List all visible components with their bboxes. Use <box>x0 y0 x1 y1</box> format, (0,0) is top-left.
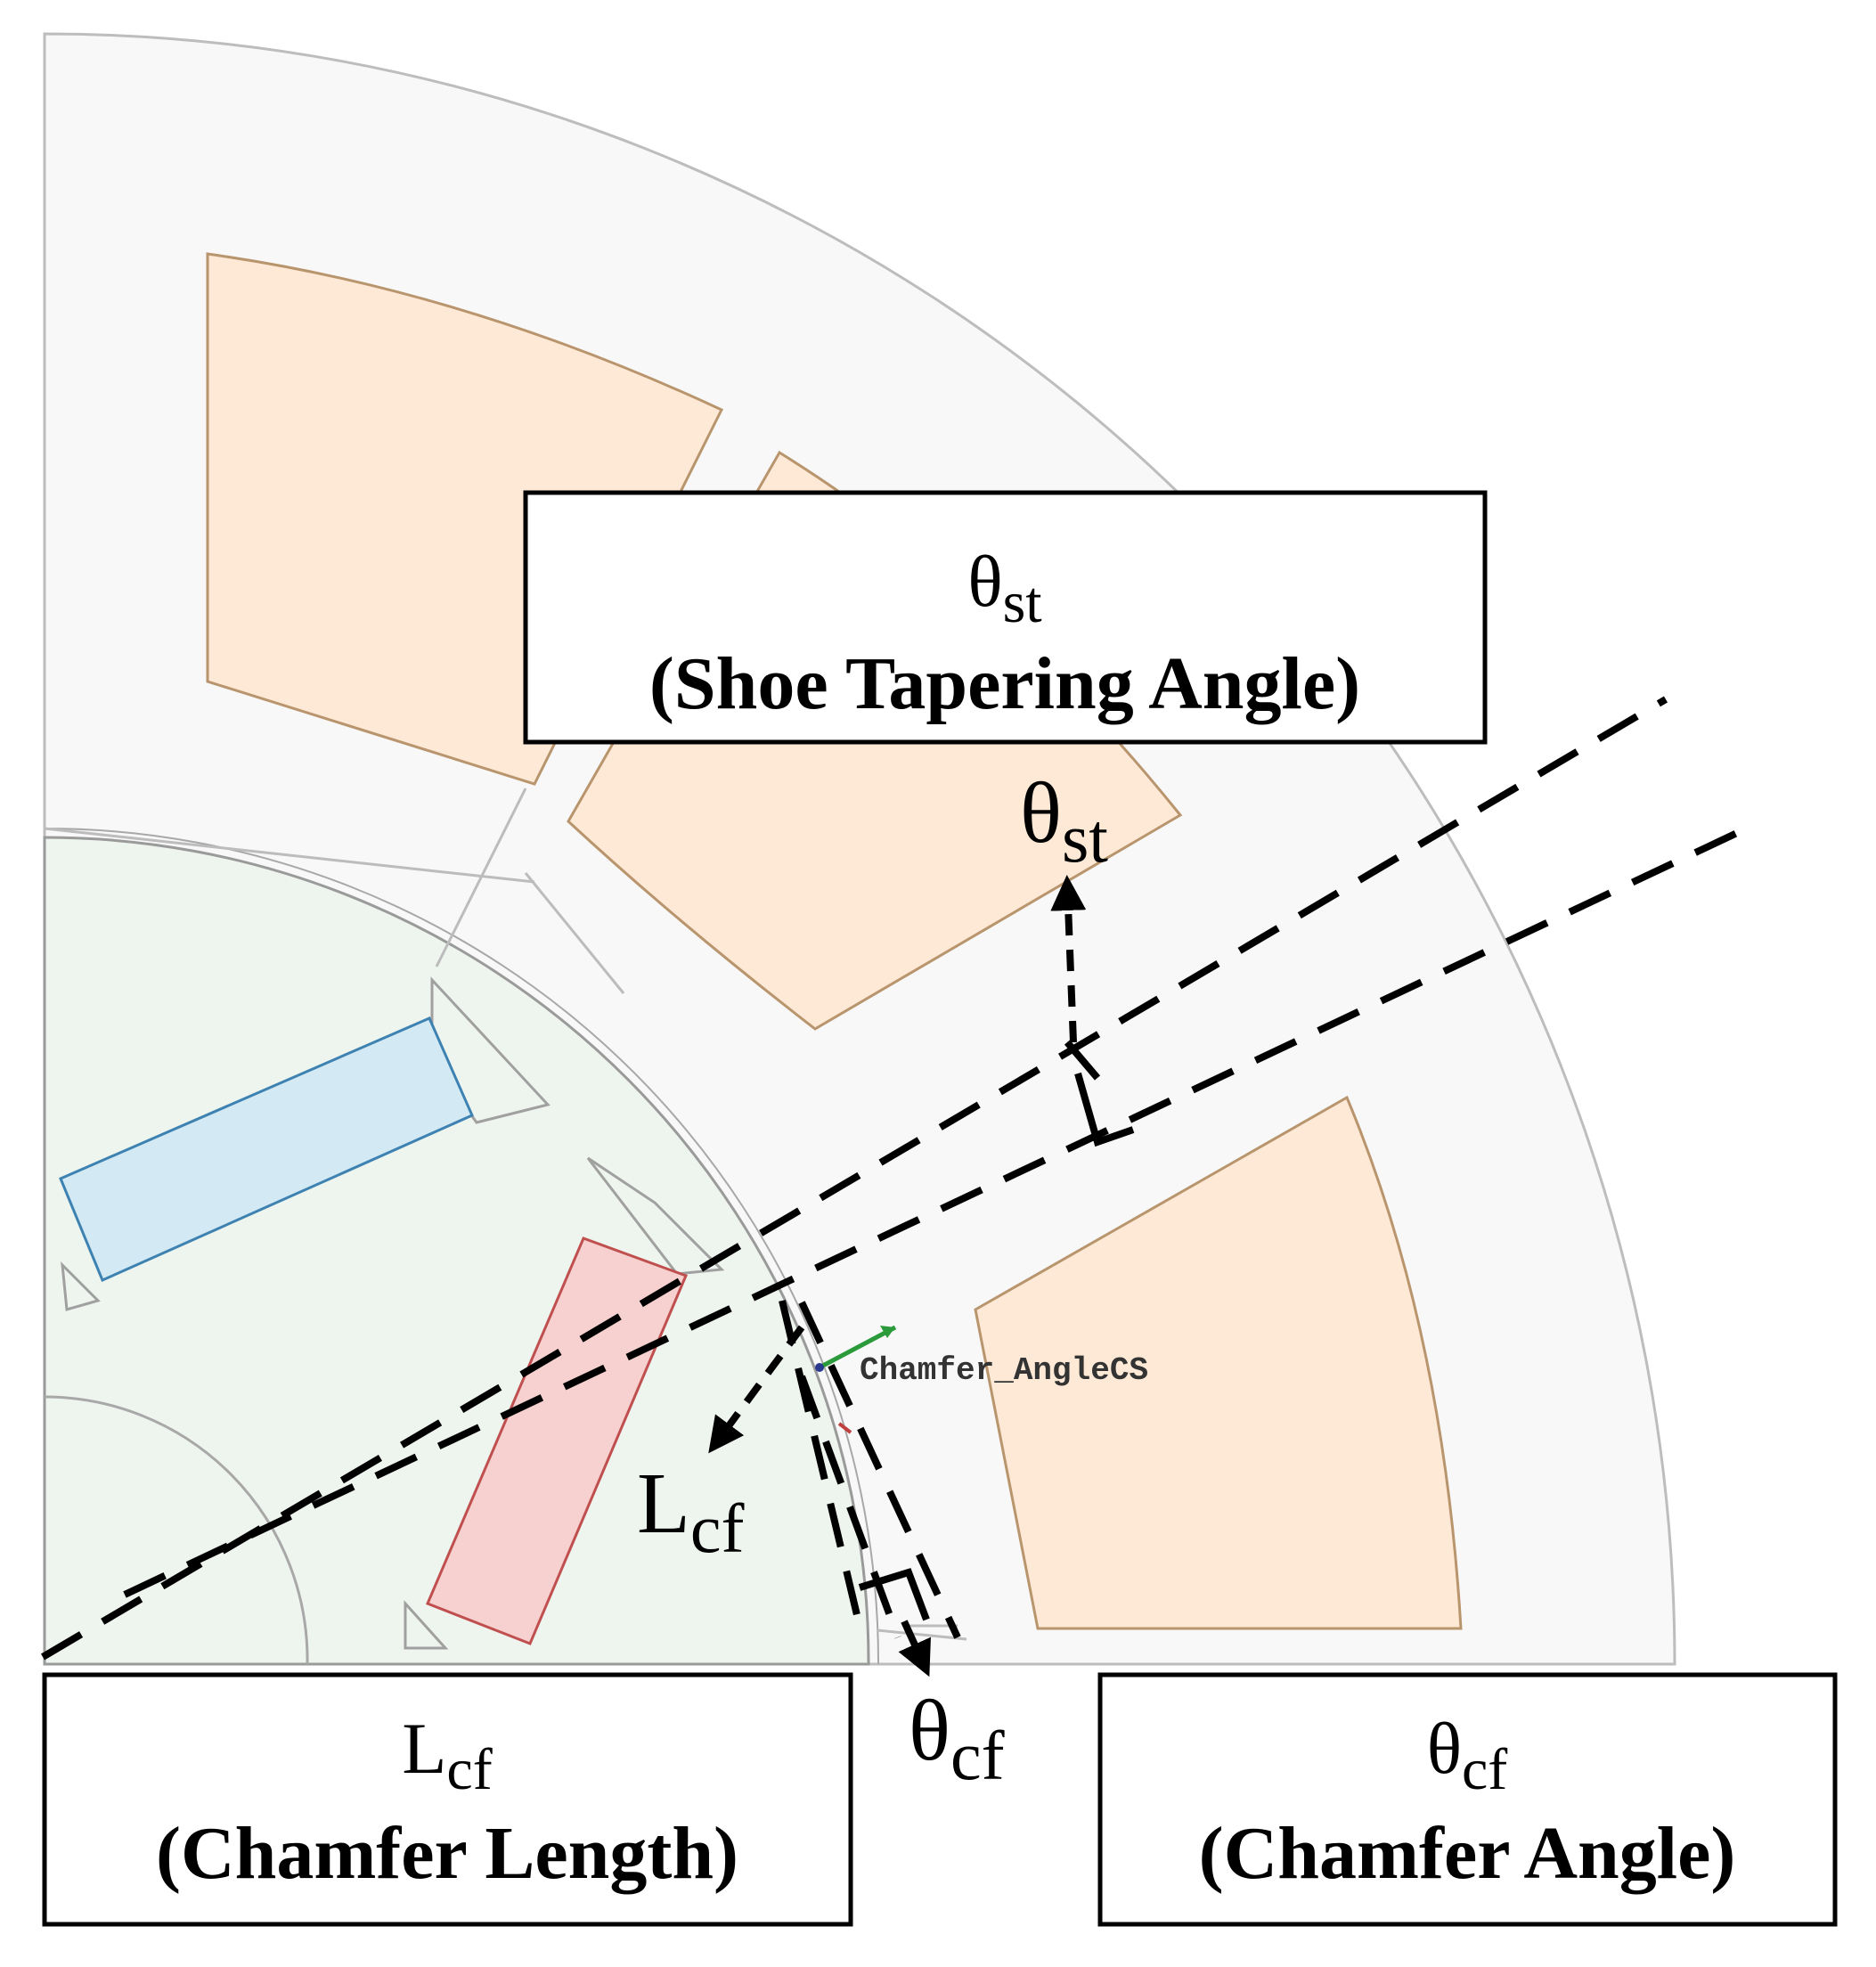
stator-coil-lower-right <box>974 1095 1463 1630</box>
tapering-line-upper <box>40 696 1668 1661</box>
tapering-line-lower <box>123 829 1739 1598</box>
theta-st-arrow <box>1050 875 1087 1043</box>
theta-st-tick <box>1064 1040 1101 1081</box>
theta-cf-arrow <box>898 1620 931 1677</box>
dimension-marks <box>708 875 1135 1677</box>
airgap-arc <box>44 828 880 1665</box>
chamfer-angle-caption: (Chamfer Angle) <box>1199 1812 1736 1895</box>
chamfer-length-symbol: Lcf <box>402 1708 492 1802</box>
shoe-tapering-angle-box: θst (Shoe Tapering Angle) <box>523 490 1488 745</box>
chamfer-length-caption: (Chamfer Length) <box>156 1812 738 1895</box>
stator-slot-lines <box>44 788 967 1641</box>
shoe-tapering-angle-caption: (Shoe Tapering Angle) <box>649 642 1360 725</box>
shoe-tapering-angle-symbol: θst <box>967 541 1041 635</box>
chamfer-line-2 <box>798 1301 961 1639</box>
theta-st-label: θst <box>1020 765 1108 877</box>
tapering-right-angle-mark <box>1074 1072 1135 1147</box>
dashed-construction-lines <box>40 696 1739 1661</box>
chamfer-length-box: Lcf (Chamfer Length) <box>42 1672 853 1927</box>
rotor-magnet-blue <box>59 1016 474 1282</box>
chamfer-right-angle-mark <box>858 1568 930 1621</box>
l-cf-label: Lcf <box>637 1456 744 1567</box>
theta-cf-label: θcf <box>909 1683 1005 1794</box>
l-cf-arrow <box>708 1325 805 1454</box>
chamfer-angle-symbol: θcf <box>1427 1708 1508 1802</box>
coord-system-label: Chamfer_AngleCS <box>860 1352 1148 1389</box>
chamfer-line-1 <box>779 1300 866 1638</box>
rotor-core <box>43 836 870 1666</box>
rotor-magnet-red <box>426 1237 688 1645</box>
shaft-arc <box>44 1395 309 1665</box>
chamfer-line-3 <box>798 1375 901 1639</box>
chamfer-angle-cs-marker <box>815 1325 897 1434</box>
chamfer-angle-box: θcf (Chamfer Angle) <box>1097 1672 1838 1927</box>
